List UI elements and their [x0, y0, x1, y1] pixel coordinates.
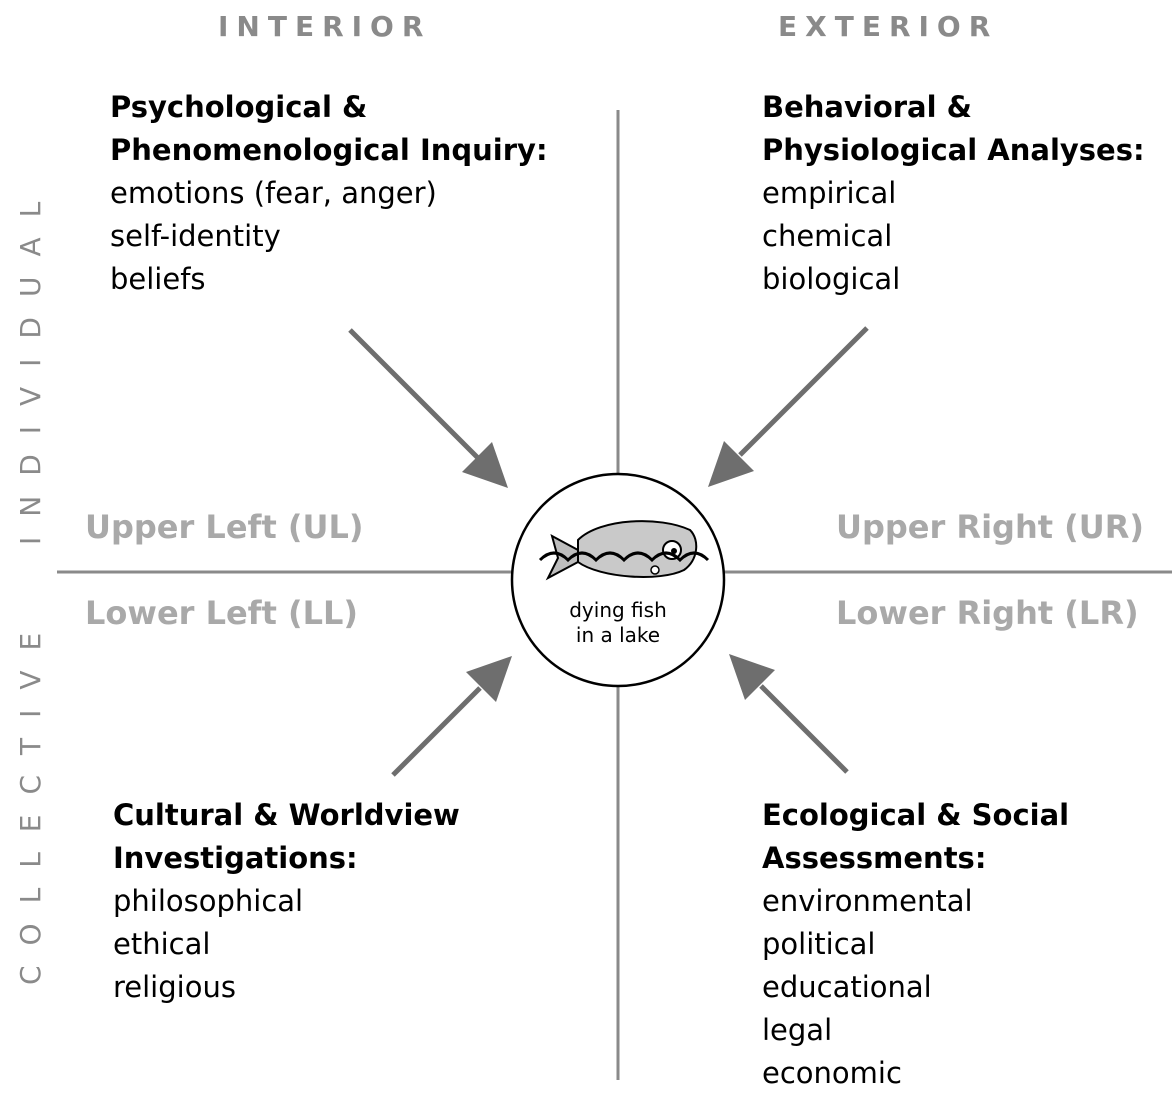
lr-item: political: [762, 927, 876, 961]
ll-heading-line1: Cultural & Worldview: [113, 798, 460, 832]
quadrant-label-lr: Lower Right (LR): [836, 594, 1139, 632]
ul-item: emotions (fear, anger): [110, 176, 437, 210]
ll-item: philosophical: [113, 884, 304, 918]
individual-header: INDIVIDUAL: [14, 181, 47, 545]
lr-item: environmental: [762, 884, 973, 918]
ll-heading-line2: Investigations:: [113, 841, 358, 875]
lr-item: educational: [762, 970, 932, 1004]
ur-heading-line1: Behavioral &: [762, 90, 972, 124]
center-circle: [510, 472, 726, 688]
ll-text-block: Cultural & Worldview Investigations: phi…: [113, 794, 460, 1009]
ll-item: ethical: [113, 927, 211, 961]
fish-in-water-icon: [538, 520, 710, 581]
ul-item: beliefs: [110, 262, 206, 296]
collective-header: COLLECTIVE: [14, 612, 47, 985]
arrow-ul: [348, 328, 508, 488]
arrow-ur: [708, 326, 869, 487]
center-caption-line1: dying fish: [569, 598, 667, 622]
center-caption: dying fish in a lake: [538, 598, 698, 648]
ur-heading-line2: Physiological Analyses:: [762, 133, 1145, 167]
ur-text-block: Behavioral & Physiological Analyses: emp…: [762, 86, 1145, 301]
ll-item: religious: [113, 970, 236, 1004]
interior-header: INTERIOR: [218, 10, 432, 43]
quadrant-label-ur: Upper Right (UR): [836, 508, 1145, 546]
quadrant-label-ul: Upper Left (UL): [85, 508, 364, 546]
exterior-header: EXTERIOR: [778, 10, 999, 43]
ur-item: chemical: [762, 219, 893, 253]
ul-heading-line1: Psychological &: [110, 90, 368, 124]
ur-item: biological: [762, 262, 901, 296]
lr-heading-line1: Ecological & Social: [762, 798, 1070, 832]
ur-item: empirical: [762, 176, 897, 210]
lr-item: legal: [762, 1013, 833, 1047]
quadrant-label-ll: Lower Left (LL): [85, 594, 359, 632]
ul-heading-line2: Phenomenological Inquiry:: [110, 133, 548, 167]
center-caption-line2: in a lake: [575, 623, 661, 647]
lr-heading-line2: Assessments:: [762, 841, 987, 875]
lr-item: economic: [762, 1056, 902, 1090]
lr-text-block: Ecological & Social Assessments: environ…: [762, 794, 1069, 1095]
ul-text-block: Psychological & Phenomenological Inquiry…: [110, 86, 548, 301]
ul-item: self-identity: [110, 219, 281, 253]
arrow-lr: [729, 654, 849, 774]
arrow-ll: [391, 656, 512, 777]
